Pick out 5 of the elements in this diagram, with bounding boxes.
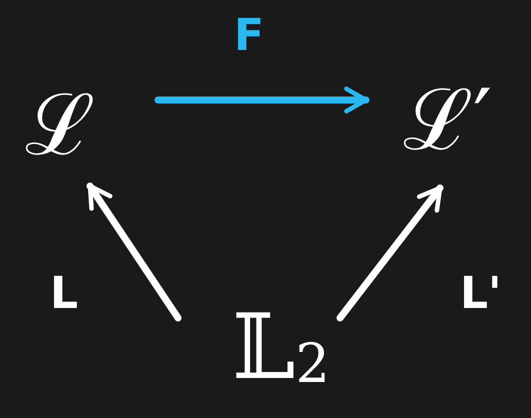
- math-symbol: ℒ′: [385, 70, 510, 170]
- math-symbol: ℒ: [10, 80, 110, 170]
- arrow: [336, 184, 444, 322]
- arrow: [86, 182, 182, 322]
- arrow: [154, 86, 370, 114]
